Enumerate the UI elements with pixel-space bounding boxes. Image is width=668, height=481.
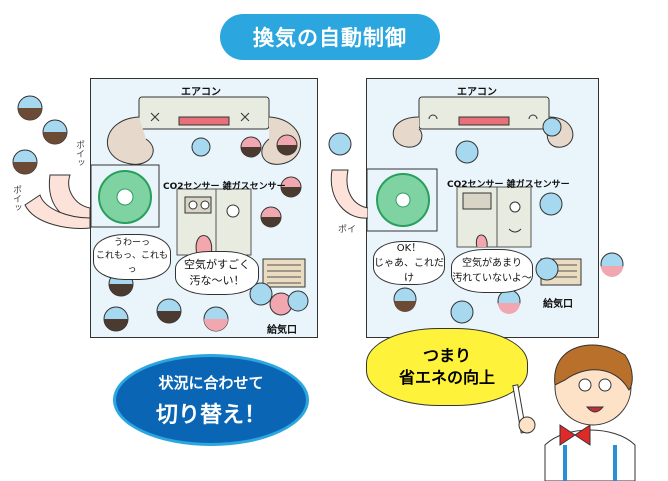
oval-line-1: 状況に合わせて <box>158 373 264 392</box>
conclusion-line-1: つまり <box>422 345 471 365</box>
oval-line-2: 切り替え！ <box>155 402 266 428</box>
aircon-label: エアコン <box>181 87 221 98</box>
sfx-poi: ポイ <box>338 225 357 235</box>
presenter-character <box>512 344 636 481</box>
conclusion-bubble: つまり 省エネの向上 <box>366 328 528 406</box>
vent-label: 給気口 <box>543 299 573 310</box>
switching-oval: 状況に合わせて 切り替え！ <box>113 354 309 446</box>
aircon-vent <box>178 116 230 126</box>
aircon-unit <box>138 96 270 130</box>
aircon-label: エアコン <box>457 87 497 98</box>
dirty-air-blobs <box>103 134 309 332</box>
left-panel: エアコン <box>90 78 318 338</box>
aircon-angry-eyes <box>150 112 250 122</box>
left-scene-drawing <box>91 96 309 332</box>
supply-vent <box>262 258 306 288</box>
sensor-speech-bubble: 空気がすごく 汚な～い！ <box>175 251 259 295</box>
vent-label: 給気口 <box>267 325 297 336</box>
right-scene-drawing <box>367 96 582 324</box>
fan-speech-bubble: OK！ じゃあ、これだけ <box>373 241 445 285</box>
sensor-speech-bubble: 空気があまり 汚れていないよ～ <box>451 249 533 293</box>
aircon-arm-left <box>106 116 154 165</box>
outside-blob <box>600 252 624 277</box>
sfx-poi-1: ポイッ <box>74 140 84 167</box>
aircon-unit <box>418 96 550 130</box>
sensor-label: CO2センサー 雑ガスセンサー <box>447 180 570 190</box>
right-throwing-hand <box>328 132 368 219</box>
sensor-tongue <box>195 235 213 256</box>
conclusion-line-2: 省エネの向上 <box>398 368 495 387</box>
title-banner: 換気の自動制御 <box>220 14 440 60</box>
right-panel: エアコン <box>366 78 599 338</box>
sensor-box <box>176 188 252 256</box>
fan-speech-bubble: うわーっ これもっ、これもっ <box>93 234 171 280</box>
clean-air-blobs <box>393 117 563 324</box>
sfx-poi-2: ポイッ <box>11 185 21 212</box>
sensor-label: CO2センサー 雑ガスセンサー <box>163 182 286 192</box>
left-throwing-hands <box>12 95 91 229</box>
